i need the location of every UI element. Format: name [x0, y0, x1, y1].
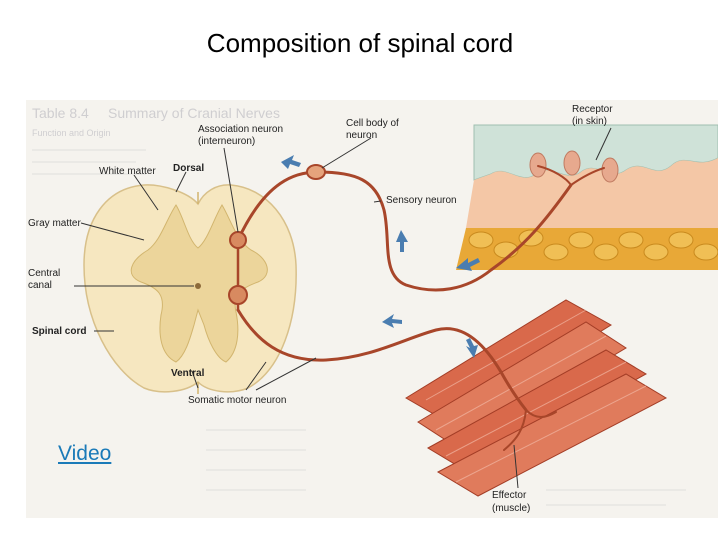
leader-lines — [74, 127, 612, 489]
label-association-neuron-2: (interneuron) — [198, 136, 255, 147]
dermis-shape — [466, 158, 718, 228]
label-effector-2: (muscle) — [492, 503, 530, 514]
label-gray-matter: Gray matter — [28, 218, 81, 229]
interneuron-cell-body — [229, 231, 247, 249]
direction-arrows — [281, 155, 480, 358]
video-link[interactable]: Video — [58, 442, 112, 465]
label-ventral: Ventral — [171, 368, 205, 379]
somatic-motor-neuron-path — [236, 308, 528, 412]
background-text-1: Table 8.4 — [32, 105, 89, 121]
arrow-4 — [382, 314, 402, 328]
label-effector-1: Effector — [492, 490, 527, 501]
background-table-text: Table 8.4 Summary of Cranial Nerves Func… — [32, 105, 686, 506]
arrow-5 — [466, 338, 478, 358]
label-somatic-motor-neuron: Somatic motor neuron — [188, 395, 286, 406]
muscle-region — [405, 299, 668, 497]
label-sensory-neuron: Sensory neuron — [386, 195, 457, 206]
label-spinal-cord: Spinal cord — [32, 326, 86, 337]
spinal-cord-diagram: Table 8.4 Summary of Cranial Nerves Func… — [26, 100, 718, 518]
spinal-cord-section — [83, 184, 297, 394]
label-dorsal: Dorsal — [173, 163, 204, 174]
skin-region — [456, 124, 718, 270]
label-cell-body-2: neuron — [346, 130, 377, 141]
label-central-canal-1: Central — [28, 268, 60, 279]
sensory-cell-body — [306, 164, 326, 180]
label-receptor-2: (in skin) — [572, 116, 607, 127]
label-receptor-1: Receptor — [572, 104, 613, 115]
background-text-2: Summary of Cranial Nerves — [108, 105, 280, 121]
slide-title: Composition of spinal cord — [206, 28, 514, 58]
central-canal-dot — [195, 283, 201, 289]
arrow-1 — [281, 155, 301, 169]
label-white-matter: White matter — [99, 166, 156, 177]
label-association-neuron-1: Association neuron — [198, 124, 283, 135]
motor-neuron-cell-body — [228, 285, 248, 305]
label-cell-body-1: Cell body of — [346, 118, 399, 129]
background-text-3: Function and Origin — [32, 128, 111, 138]
label-central-canal-2: canal — [28, 280, 52, 291]
arrow-3 — [456, 258, 480, 271]
arrow-2 — [396, 230, 408, 252]
